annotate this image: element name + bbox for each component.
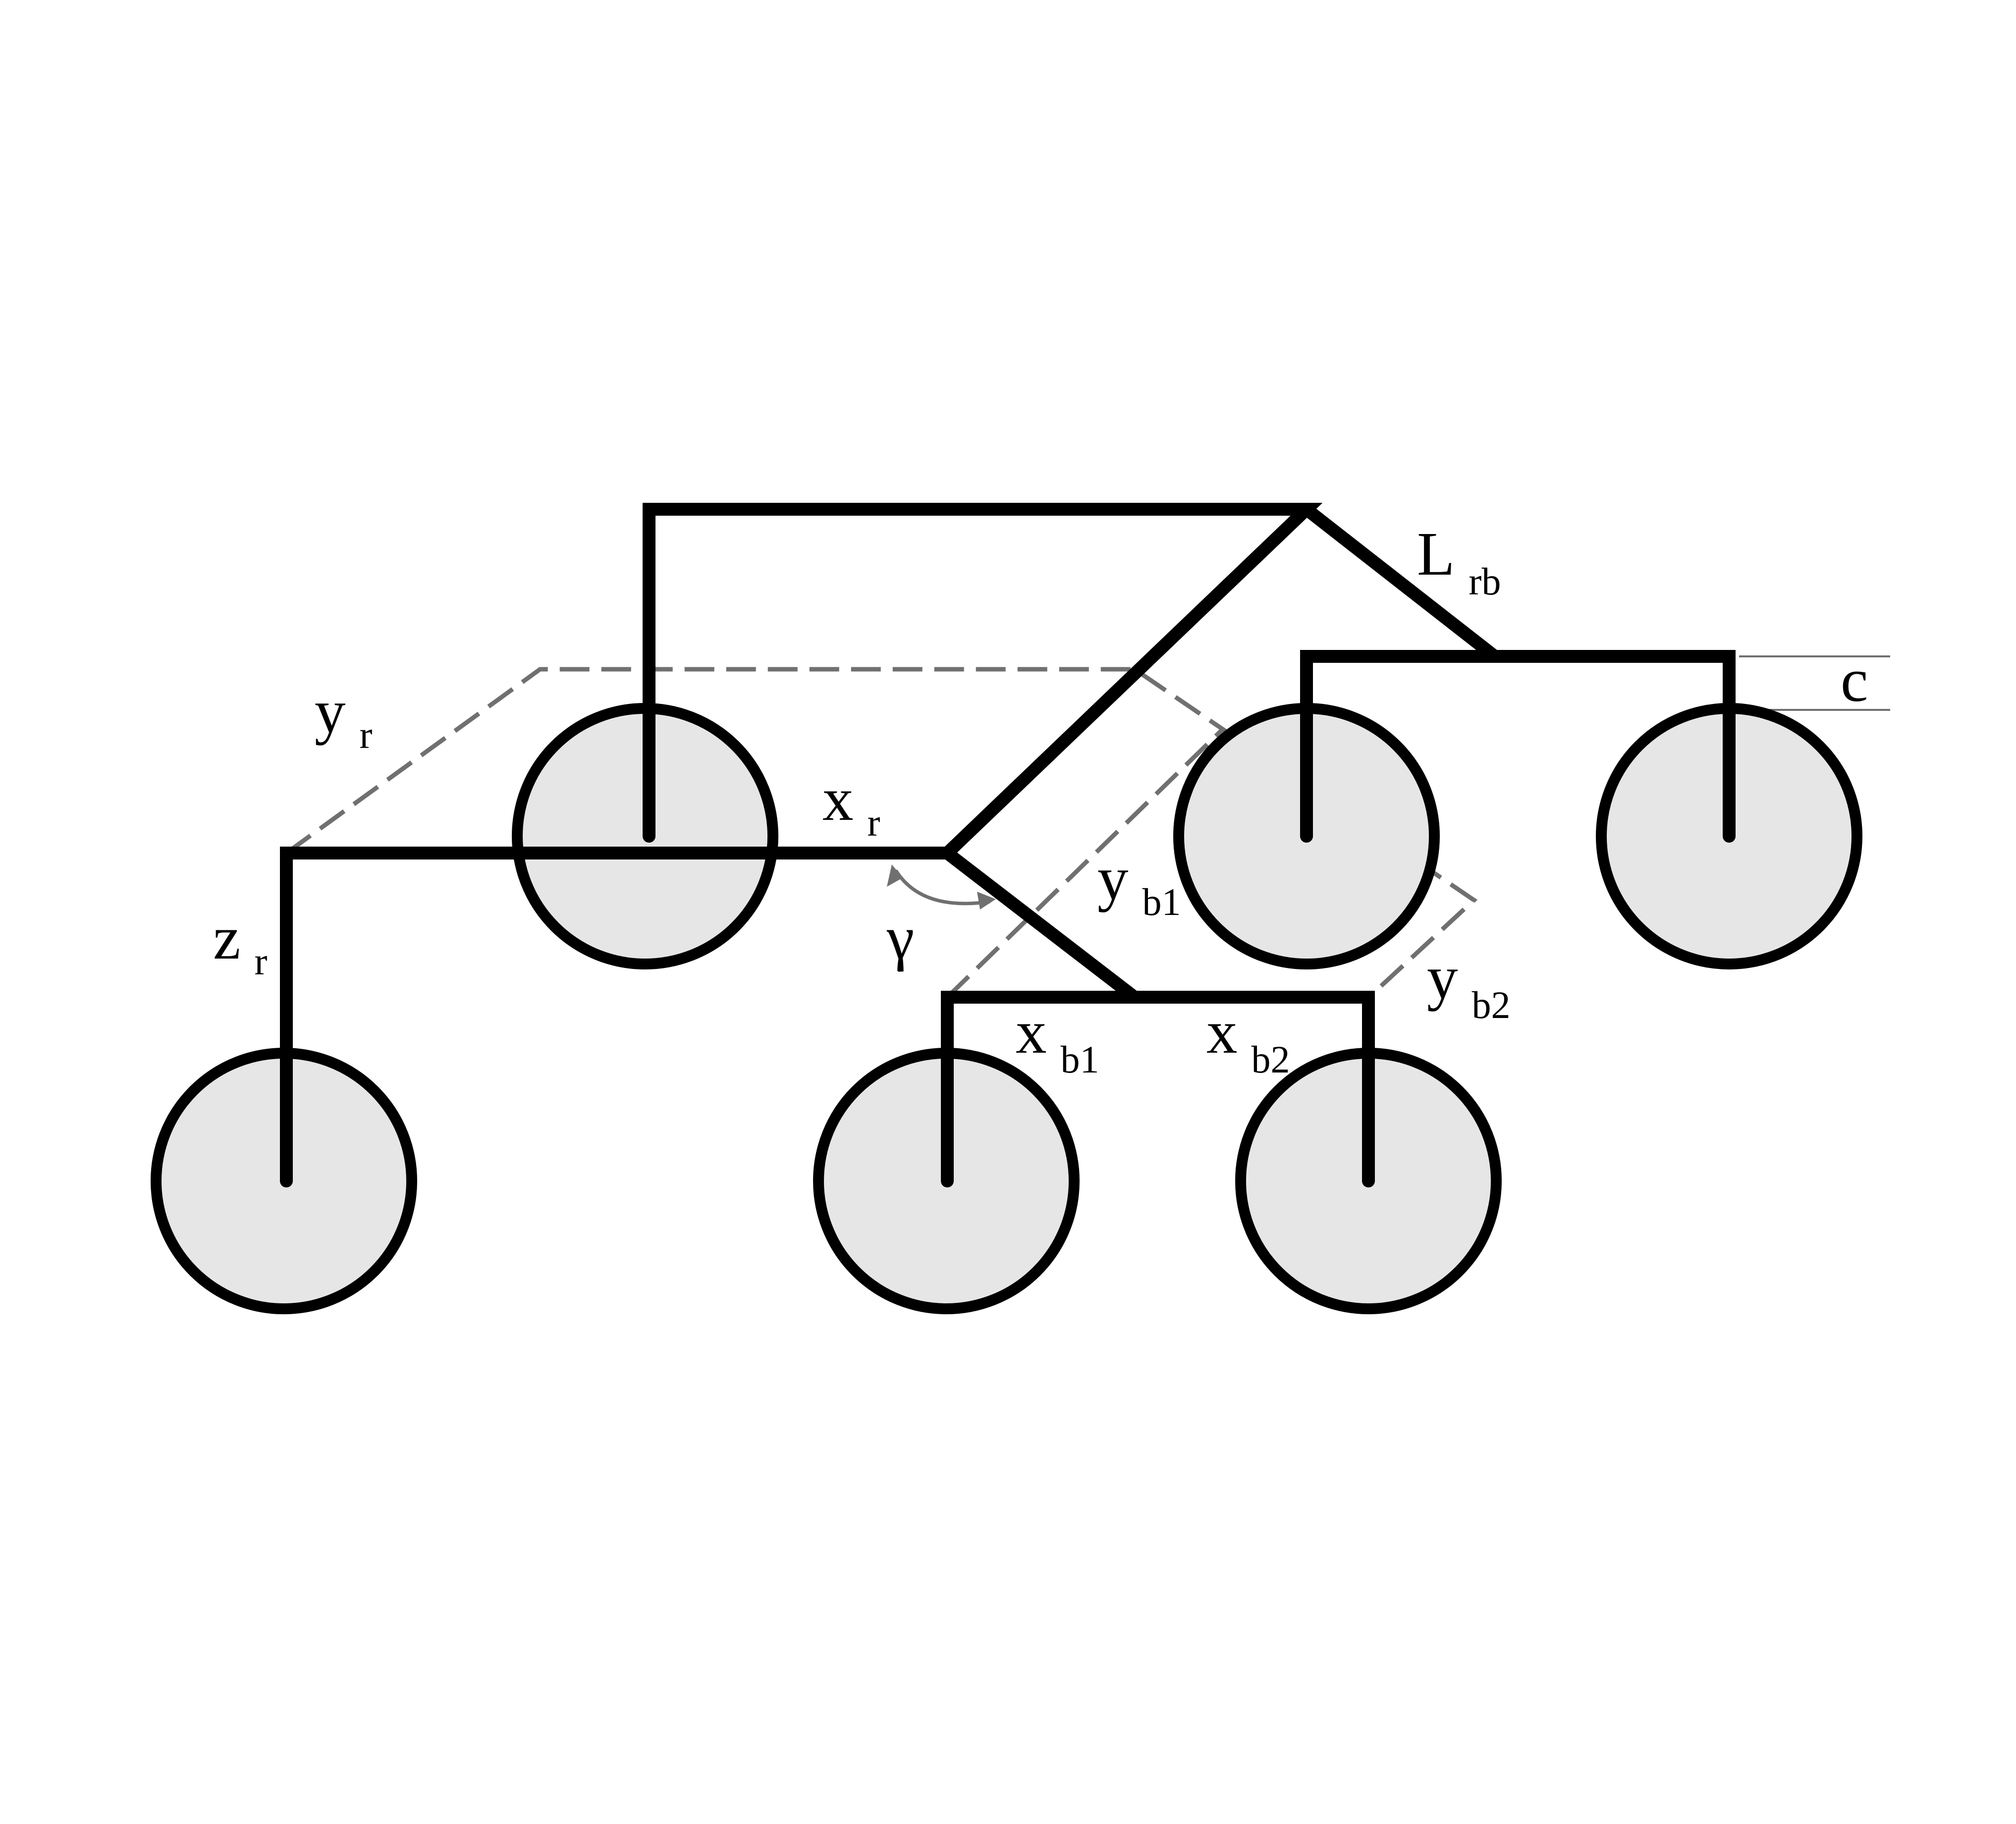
- rocker-bogie-link: [1300, 503, 1501, 663]
- rocker-arm-left: [280, 503, 1323, 1187]
- gamma-arrowhead-right: [977, 892, 996, 910]
- rocker-plane-dashed-outline: [285, 667, 1478, 999]
- bogie-arm-left: [941, 847, 1141, 1004]
- gamma-angle-arc: [894, 869, 990, 906]
- label-gamma: γ: [886, 904, 914, 972]
- bogie-beam-left: [941, 991, 1375, 1187]
- gamma-arrowhead-top: [887, 864, 903, 887]
- bogie-plane-dashed-outline: [945, 726, 1226, 999]
- bogie-beam-right: [1300, 650, 1736, 843]
- label-c: c: [1841, 646, 1868, 715]
